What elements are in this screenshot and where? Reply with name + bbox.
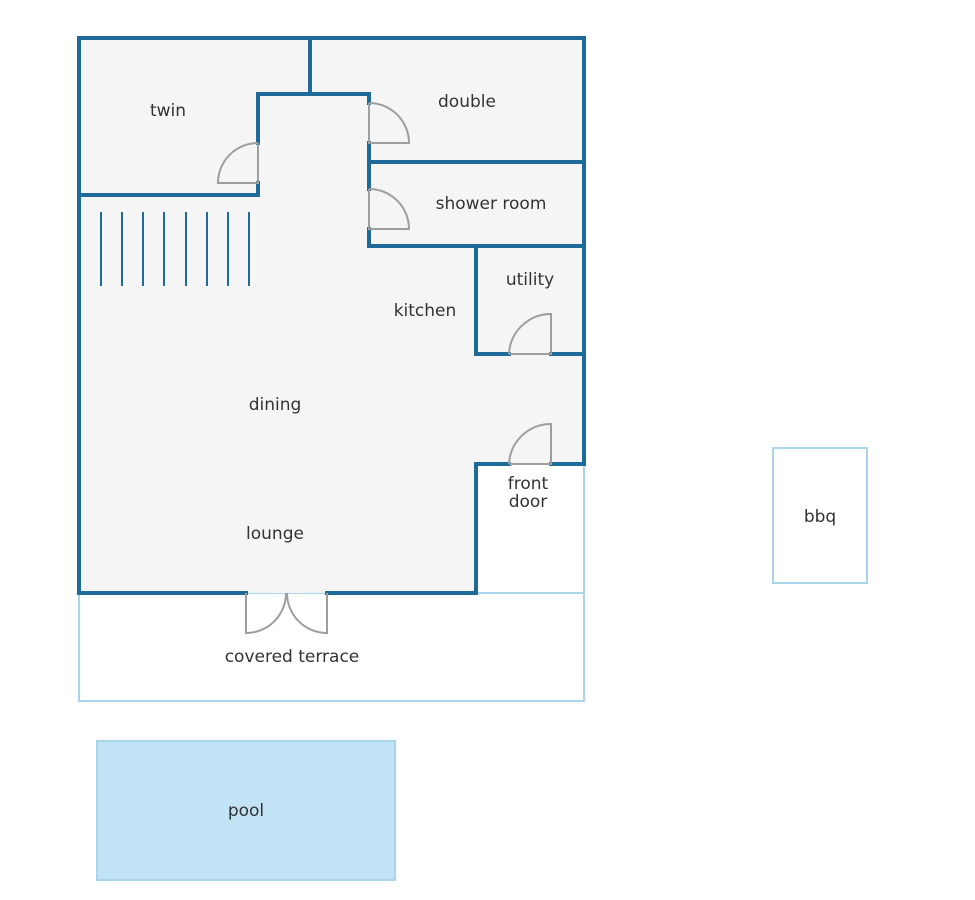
- front-door-label-line2: door: [509, 492, 548, 512]
- pool-area: [96, 740, 396, 881]
- room-label-pool: pool: [228, 801, 264, 821]
- room-label-dining: dining: [249, 395, 302, 415]
- door-swing-icon: [368, 188, 411, 230]
- room-label-covered-terrace: covered terrace: [225, 647, 360, 667]
- walls: [77, 36, 586, 595]
- room-label-twin: twin: [150, 101, 186, 121]
- front-door-label-line1: front: [508, 474, 549, 494]
- house-floor: [79, 38, 584, 593]
- door-swing-icon: [368, 102, 411, 144]
- room-label-utility: utility: [506, 270, 554, 290]
- door-swing-icon: [508, 312, 552, 355]
- room-label-double: double: [438, 92, 496, 112]
- door-swing-icon: [508, 422, 552, 465]
- room-label-kitchen: kitchen: [394, 301, 457, 321]
- door-swing-icon: [286, 592, 328, 635]
- doors: [216, 102, 552, 635]
- covered-terrace-area: [78, 592, 585, 702]
- room-label-lounge: lounge: [246, 524, 304, 544]
- room-label-bbq: bbq: [804, 507, 836, 527]
- room-label-shower-room: shower room: [436, 194, 547, 214]
- bbq-area: [772, 447, 868, 584]
- door-swing-icon: [216, 142, 259, 184]
- stairs-icon: [100, 212, 250, 286]
- door-swing-icon: [245, 592, 287, 635]
